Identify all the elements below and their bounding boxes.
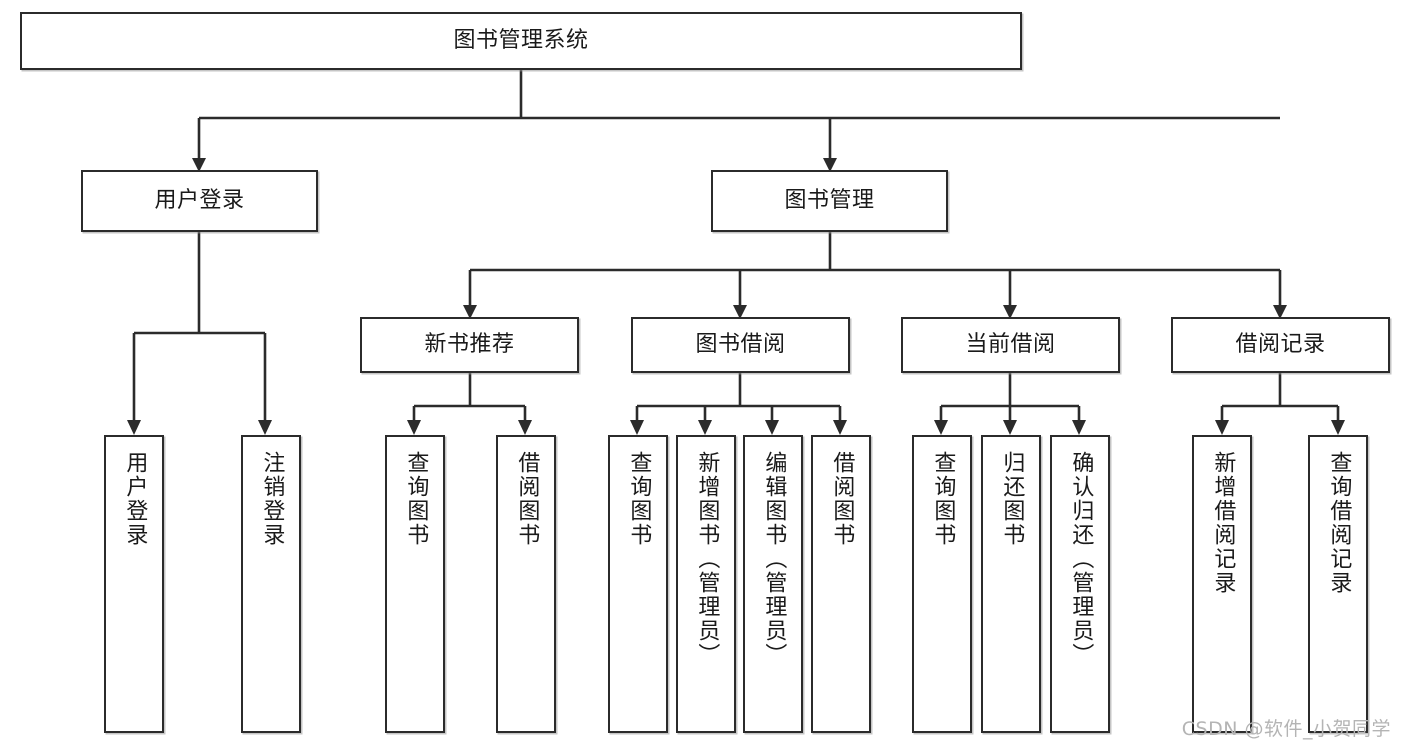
node-leaf-logout-login[interactable]: 注销登录 (241, 435, 301, 733)
node-label: 查询图书 (626, 451, 652, 547)
node-label: 归还图书 (999, 451, 1025, 547)
node-leaf-confirm-return[interactable]: 确认归还（管理员） (1050, 435, 1110, 733)
node-label: 新书推荐 (424, 332, 515, 358)
node-leaf-borrow-book-1[interactable]: 借阅图书 (496, 435, 556, 733)
node-user-login[interactable]: 用户登录 (81, 170, 318, 232)
node-leaf-edit-book[interactable]: 编辑图书（管理员） (743, 435, 803, 733)
node-leaf-add-book[interactable]: 新增图书（管理员） (676, 435, 736, 733)
node-label: 借阅记录 (1235, 332, 1326, 358)
node-leaf-return-book[interactable]: 归还图书 (981, 435, 1041, 733)
node-label: 编辑图书（管理员） (761, 451, 787, 667)
node-leaf-add-record[interactable]: 新增借阅记录 (1192, 435, 1252, 733)
node-label: 当前借阅 (965, 332, 1056, 358)
node-leaf-query-book-2[interactable]: 查询图书 (608, 435, 668, 733)
node-leaf-query-book-3[interactable]: 查询图书 (912, 435, 972, 733)
node-leaf-query-record[interactable]: 查询借阅记录 (1308, 435, 1368, 733)
node-label: 图书管理系统 (453, 28, 589, 54)
node-label: 用户登录 (122, 451, 148, 547)
csdn-watermark: CSDN @软件_小贺同学 (1181, 718, 1391, 740)
node-label: 用户登录 (154, 188, 245, 214)
node-label: 查询借阅记录 (1326, 451, 1352, 595)
node-label: 图书管理 (784, 188, 875, 214)
node-root-system[interactable]: 图书管理系统 (20, 12, 1022, 70)
node-label: 查询图书 (930, 451, 956, 547)
node-current-borrow[interactable]: 当前借阅 (901, 317, 1120, 373)
node-book-manage[interactable]: 图书管理 (711, 170, 948, 232)
node-leaf-query-book-1[interactable]: 查询图书 (385, 435, 445, 733)
node-new-book-recommend[interactable]: 新书推荐 (360, 317, 579, 373)
node-borrow-record[interactable]: 借阅记录 (1171, 317, 1390, 373)
node-leaf-borrow-book-2[interactable]: 借阅图书 (811, 435, 871, 733)
node-label: 新增图书（管理员） (694, 451, 720, 667)
node-label: 注销登录 (259, 451, 285, 547)
node-label: 图书借阅 (695, 332, 786, 358)
node-leaf-user-login[interactable]: 用户登录 (104, 435, 164, 733)
node-label: 借阅图书 (829, 451, 855, 547)
node-label: 查询图书 (403, 451, 429, 547)
node-label: 新增借阅记录 (1210, 451, 1236, 595)
node-label: 确认归还（管理员） (1068, 451, 1094, 667)
node-label: 借阅图书 (514, 451, 540, 547)
node-book-borrow[interactable]: 图书借阅 (631, 317, 850, 373)
